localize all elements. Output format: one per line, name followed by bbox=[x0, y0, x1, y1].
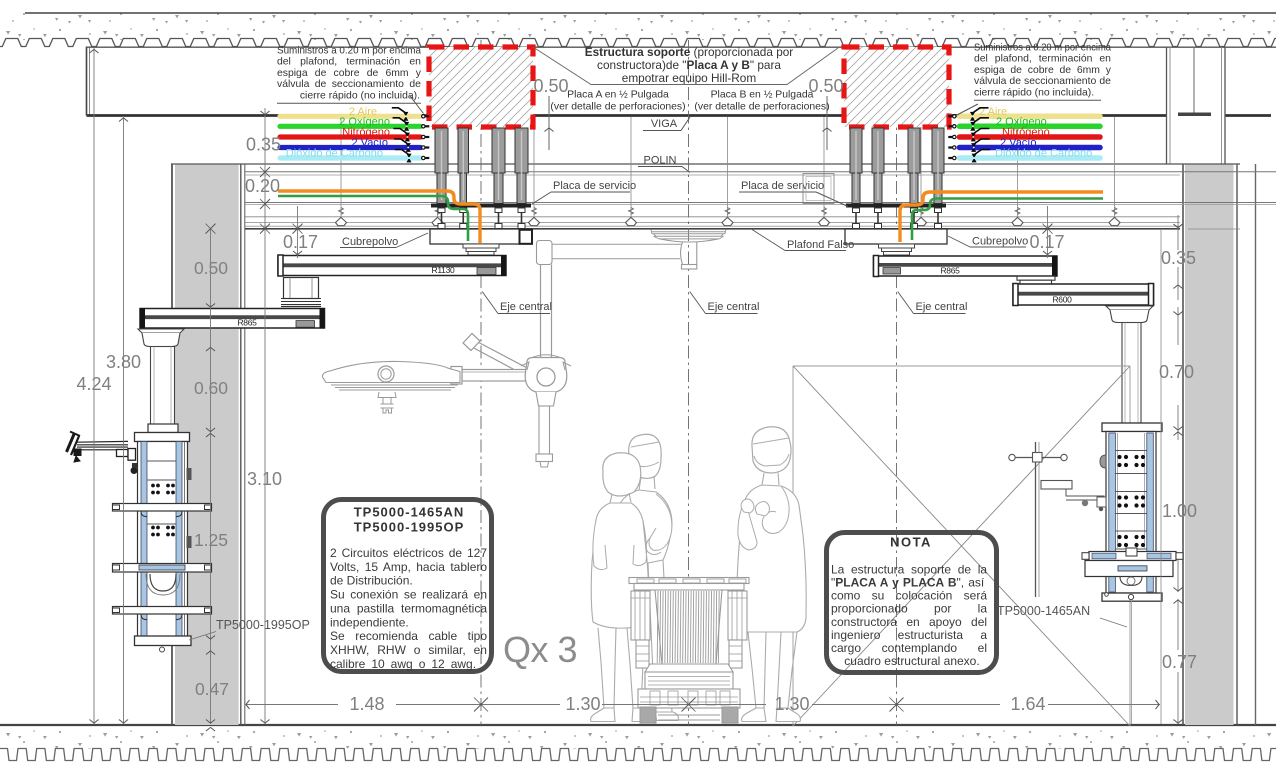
svg-text:Cubrepolvo: Cubrepolvo bbox=[342, 236, 398, 248]
svg-text:constructora)de "Placa A y B": constructora)de "Placa A y B" para bbox=[597, 58, 781, 72]
svg-text:0.50: 0.50 bbox=[194, 258, 228, 278]
svg-text:TP5000-1465AN: TP5000-1465AN bbox=[997, 604, 1090, 618]
svg-text:de Distribución.: de Distribución. bbox=[330, 574, 413, 588]
svg-text:3.80: 3.80 bbox=[106, 352, 141, 372]
svg-text:independiente.: independiente. bbox=[330, 615, 409, 629]
svg-text:XHHW, RHW o similar, en: XHHW, RHW o similar, en bbox=[330, 643, 487, 657]
svg-text:(ver detalle de perforaciones): (ver detalle de perforaciones) bbox=[550, 102, 685, 113]
svg-text:Eje central: Eje central bbox=[500, 301, 552, 313]
svg-text:Su conexión se realizará en: Su conexión se realizará en bbox=[330, 588, 487, 602]
svg-text:Suministros a 0.20 m por encim: Suministros a 0.20 m por encima bbox=[974, 43, 1111, 54]
svg-text:0.47: 0.47 bbox=[195, 679, 229, 699]
svg-text:0.77: 0.77 bbox=[1162, 652, 1197, 672]
svg-text:POLIN: POLIN bbox=[643, 155, 676, 167]
svg-text:(ver detalle de perforaciones): (ver detalle de perforaciones) bbox=[694, 102, 829, 113]
svg-text:"PLACA A y PLACA B", así: "PLACA A y PLACA B", así bbox=[831, 576, 985, 590]
svg-text:cuadro estructural anexo.: cuadro estructural anexo. bbox=[844, 654, 979, 668]
svg-text:2 Oxígeno: 2 Oxígeno bbox=[996, 116, 1047, 128]
svg-text:cierre rápido (no incluida).: cierre rápido (no incluida). bbox=[974, 87, 1094, 98]
svg-text:1.30: 1.30 bbox=[774, 694, 809, 714]
svg-text:espiga de cobre de 6mm y: espiga de cobre de 6mm y bbox=[974, 65, 1112, 76]
svg-text:espiga de cobre de 6mm y: espiga de cobre de 6mm y bbox=[277, 68, 422, 79]
svg-text:2 Aire: 2 Aire bbox=[979, 106, 1007, 118]
svg-text:Placa A en ½ Pulgada: Placa A en ½ Pulgada bbox=[567, 90, 669, 101]
svg-text:TP5000-1995OP: TP5000-1995OP bbox=[354, 520, 465, 535]
svg-text:empotrar equipo Hill-Rom: empotrar equipo Hill-Rom bbox=[622, 71, 757, 85]
svg-text:calibre 10 awg o 12 awg.: calibre 10 awg o 12 awg. bbox=[330, 657, 476, 671]
svg-text:Dióxido de Carbono: Dióxido de Carbono bbox=[286, 148, 383, 160]
svg-text:0.20: 0.20 bbox=[245, 176, 280, 196]
svg-text:2 Aire: 2 Aire bbox=[349, 106, 377, 118]
svg-text:0.35: 0.35 bbox=[246, 135, 281, 155]
svg-text:ingeniero estructurista a: ingeniero estructurista a bbox=[831, 628, 987, 642]
svg-text:2 Oxígeno: 2 Oxígeno bbox=[339, 116, 390, 128]
svg-text:Suministros a 0.20 m por encim: Suministros a 0.20 m por encima bbox=[277, 46, 421, 57]
svg-text:Dióxido de Carbono: Dióxido de Carbono bbox=[995, 148, 1092, 160]
svg-text:cierre rápido (no incluida).: cierre rápido (no incluida). bbox=[300, 90, 420, 101]
svg-text:3.10: 3.10 bbox=[247, 469, 282, 489]
svg-text:Nitrógeno: Nitrógeno bbox=[342, 127, 390, 139]
svg-text:Volts, 15 Amp, hacia tablero: Volts, 15 Amp, hacia tablero bbox=[330, 560, 487, 574]
svg-text:cargo contemplando el: cargo contemplando el bbox=[831, 641, 987, 655]
svg-text:Plafond Falso: Plafond Falso bbox=[787, 239, 854, 251]
svg-text:Nitrógeno: Nitrógeno bbox=[1002, 127, 1050, 139]
svg-text:R865: R865 bbox=[940, 266, 960, 276]
svg-text:2 Vacío: 2 Vacío bbox=[1000, 137, 1037, 149]
svg-text:1.48: 1.48 bbox=[349, 694, 384, 714]
svg-text:R1130: R1130 bbox=[432, 265, 455, 275]
svg-text:del plafond, terminación en: del plafond, terminación en bbox=[277, 57, 421, 68]
svg-text:1.00: 1.00 bbox=[1162, 501, 1197, 521]
svg-text:proporcionado por la: proporcionado por la bbox=[831, 602, 987, 616]
svg-text:2 Vacío: 2 Vacío bbox=[352, 137, 389, 149]
svg-text:constructora en apoyo del: constructora en apoyo del bbox=[831, 615, 987, 629]
svg-text:una pastilla termomagnética: una pastilla termomagnética bbox=[330, 601, 487, 615]
svg-text:R600: R600 bbox=[1052, 295, 1072, 305]
svg-text:Qx 3: Qx 3 bbox=[503, 629, 577, 670]
svg-text:1.30: 1.30 bbox=[565, 694, 600, 714]
svg-text:NOTA: NOTA bbox=[890, 535, 932, 550]
svg-text:La estructura soporte de la: La estructura soporte de la bbox=[831, 562, 987, 576]
svg-text:0.17: 0.17 bbox=[283, 232, 318, 252]
svg-text:1.64: 1.64 bbox=[1010, 694, 1045, 714]
svg-text:4.24: 4.24 bbox=[76, 374, 111, 394]
svg-text:Cubrepolvo: Cubrepolvo bbox=[972, 236, 1028, 248]
svg-text:0.70: 0.70 bbox=[1159, 362, 1194, 382]
svg-text:0.35: 0.35 bbox=[1161, 248, 1196, 268]
svg-text:0.60: 0.60 bbox=[194, 378, 228, 398]
svg-text:válvula de seccionamiento de: válvula de seccionamiento de bbox=[277, 79, 421, 90]
svg-text:Eje central: Eje central bbox=[708, 301, 760, 313]
svg-text:como su colocación será: como su colocación será bbox=[831, 589, 987, 603]
svg-text:2 Circuitos eléctricos de 127: 2 Circuitos eléctricos de 127 bbox=[330, 546, 487, 560]
svg-text:0.50: 0.50 bbox=[808, 76, 843, 96]
svg-text:Eje central: Eje central bbox=[916, 301, 968, 313]
svg-text:Placa de servicio: Placa de servicio bbox=[741, 180, 824, 192]
svg-text:Se recomienda cable tipo: Se recomienda cable tipo bbox=[330, 629, 487, 643]
svg-text:0.17: 0.17 bbox=[1029, 232, 1064, 252]
svg-text:R865: R865 bbox=[237, 318, 257, 328]
svg-text:del plafond, terminación en: del plafond, terminación en bbox=[974, 54, 1111, 65]
svg-text:VIGA: VIGA bbox=[651, 118, 678, 130]
svg-text:válvula de seccionamiento de: válvula de seccionamiento de bbox=[974, 76, 1111, 87]
svg-text:Estructura soporte (proporcion: Estructura soporte (proporcionada por bbox=[585, 45, 794, 59]
svg-text:Placa de servicio: Placa de servicio bbox=[553, 180, 636, 192]
svg-text:TP5000-1465AN: TP5000-1465AN bbox=[354, 505, 465, 520]
svg-text:TP5000-1995OP: TP5000-1995OP bbox=[216, 618, 310, 632]
svg-text:1.25: 1.25 bbox=[194, 530, 228, 550]
svg-text:Placa B en ½ Pulgada: Placa B en ½ Pulgada bbox=[711, 90, 814, 101]
svg-text:0.50: 0.50 bbox=[533, 76, 568, 96]
